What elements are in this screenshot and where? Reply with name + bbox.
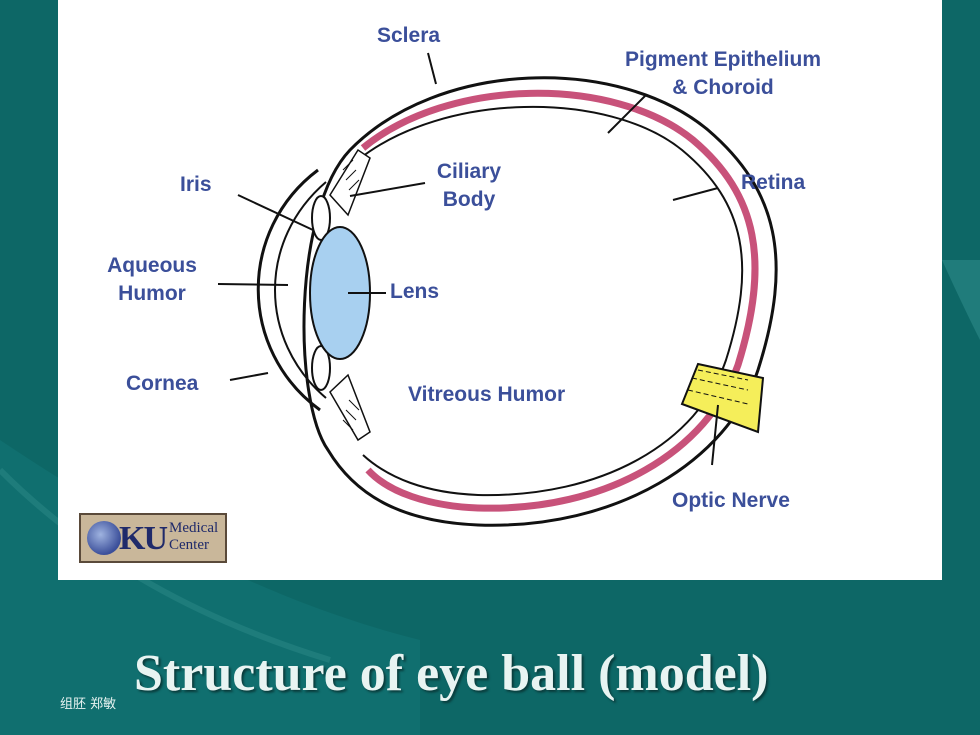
label-sclera: Sclera xyxy=(377,24,441,47)
label-pigment-epithelium: Pigment Epithelium & Choroid xyxy=(608,46,838,102)
ciliary-body-lower xyxy=(329,373,371,442)
retina-line xyxy=(357,106,744,497)
label-aqueous-line1: Aqueous xyxy=(107,254,197,277)
eye-diagram xyxy=(217,52,778,527)
ciliary-body-upper xyxy=(329,148,371,217)
globe-icon xyxy=(87,521,121,555)
label-aqueous-humor: Aqueous Humor xyxy=(94,252,210,308)
label-ciliary-body: Ciliary Body xyxy=(424,158,514,214)
ku-medical-center-logo: KU Medical Center xyxy=(79,513,227,563)
slide-image-panel: Sclera Pigment Epithelium & Choroid Iris… xyxy=(58,0,942,580)
logo-line1: Medical xyxy=(169,520,219,536)
label-optic-nerve: Optic Nerve xyxy=(672,489,790,512)
footer-author: 组胚 郑敏 xyxy=(60,697,117,712)
label-pigment-line1: Pigment Epithelium xyxy=(624,48,821,71)
label-vitreous-humor: Vitreous Humor xyxy=(408,383,566,406)
label-iris: Iris xyxy=(180,173,212,196)
logo-mark: KU xyxy=(119,520,168,557)
label-aqueous-line2: Humor xyxy=(118,282,186,305)
label-ciliary-line2: Body xyxy=(442,188,496,211)
choroid-band xyxy=(360,89,759,512)
label-ciliary-line1: Ciliary xyxy=(436,160,502,183)
logo-line2: Center xyxy=(169,537,209,553)
slide-title: Structure of eye ball (model) xyxy=(134,645,769,702)
label-lens: Lens xyxy=(390,280,440,303)
label-cornea: Cornea xyxy=(126,372,199,395)
label-retina: Retina xyxy=(741,171,806,194)
label-pigment-line2: & Choroid xyxy=(672,76,774,99)
sclera-outline xyxy=(302,76,778,527)
logo-subtext: Medical Center xyxy=(169,520,225,554)
cornea-shape xyxy=(256,168,321,412)
